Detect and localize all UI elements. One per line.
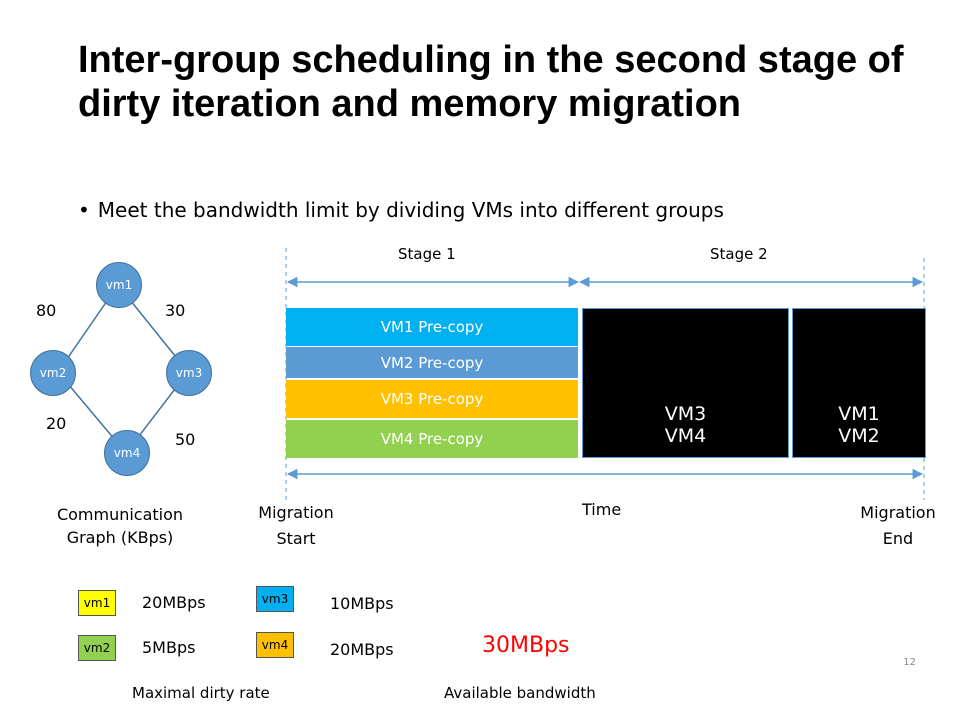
- legend-rate-vm1: 20MBps: [142, 593, 206, 612]
- slide-number: 12: [903, 657, 916, 668]
- edge-weight-vm1-vm3: 30: [165, 301, 186, 320]
- group2-vm1: VM1: [838, 403, 880, 425]
- legend-swatch-vm1: vm1: [78, 590, 116, 616]
- legend-caption: Maximal dirty rate: [132, 684, 270, 702]
- legend-rate-vm2: 5MBps: [142, 638, 196, 657]
- edge-weight-vm1-vm2: 80: [36, 301, 57, 320]
- bullet-point: • Meet the bandwidth limit by dividing VM…: [78, 198, 724, 222]
- graph-caption: Communication Graph (KBps): [20, 503, 220, 549]
- graph-node-vm2: vm2: [30, 350, 76, 396]
- available-bandwidth-value: 30MBps: [482, 633, 570, 658]
- migration-start-label: Migration Start: [236, 500, 356, 552]
- group1-vm3: VM3: [664, 403, 707, 425]
- legend-swatch-vm2: vm2: [78, 635, 116, 661]
- bar-vm1-precopy: VM1 Pre-copy: [286, 308, 578, 346]
- migration-start-line2: Start: [276, 529, 316, 548]
- migration-end-label: Migration End: [840, 500, 956, 552]
- migration-end-line2: End: [882, 529, 914, 548]
- graph-node-vm1: vm1: [96, 262, 142, 308]
- graph-node-vm4: vm4: [104, 430, 150, 476]
- stage2-label: Stage 2: [710, 245, 768, 263]
- migration-start-line1: Migration: [258, 503, 334, 522]
- time-label: Time: [582, 500, 622, 519]
- legend-swatch-vm4: vm4: [256, 632, 294, 658]
- group2-vm2: VM2: [838, 425, 880, 447]
- legend-rate-vm4: 20MBps: [330, 640, 394, 659]
- bullet-dot: •: [78, 198, 90, 222]
- stage2-group-vm1-vm2: VM1 VM2: [792, 308, 926, 458]
- legend-rate-vm3: 10MBps: [330, 594, 394, 613]
- stage2-group-vm3-vm4: VM3 VM4: [582, 308, 789, 458]
- slide-title: Inter-group scheduling in the second sta…: [78, 39, 904, 125]
- graph-caption-line1: Communication: [56, 505, 184, 524]
- bar-vm3-precopy: VM3 Pre-copy: [286, 380, 578, 418]
- graph-caption-line2: Graph (KBps): [66, 528, 174, 547]
- edge-weight-vm3-vm4: 50: [175, 430, 196, 449]
- graph-node-vm3: vm3: [166, 350, 212, 396]
- bar-vm2-precopy: VM2 Pre-copy: [286, 347, 578, 378]
- group1-vm4: VM4: [664, 425, 707, 447]
- stage1-label: Stage 1: [398, 245, 456, 263]
- available-bandwidth-caption: Available bandwidth: [444, 684, 596, 702]
- bar-vm4-precopy: VM4 Pre-copy: [286, 420, 578, 458]
- migration-end-line1: Migration: [860, 503, 936, 522]
- legend-swatch-vm3: vm3: [256, 586, 294, 612]
- edge-weight-vm2-vm4: 20: [46, 414, 67, 433]
- bullet-text: Meet the bandwidth limit by dividing VMs…: [97, 198, 724, 222]
